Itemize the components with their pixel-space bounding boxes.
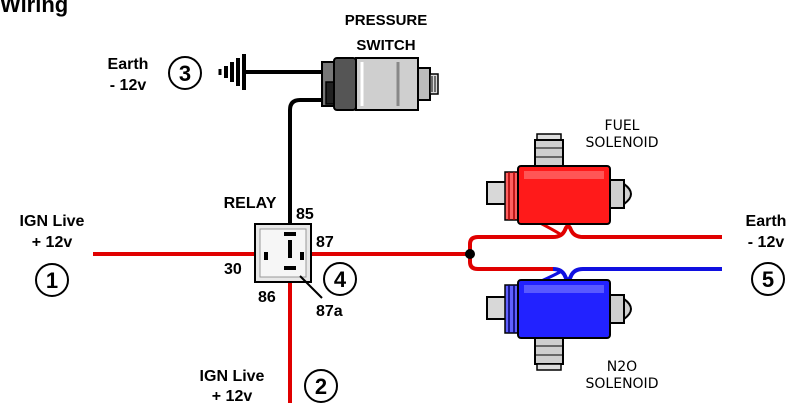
- number-circle-4: [323, 262, 357, 296]
- pressure-switch-label-2: SWITCH: [356, 37, 415, 54]
- ign-bottom-label-1: IGN Live: [200, 368, 265, 385]
- pressure-switch-label-1: PRESSURE: [345, 12, 428, 29]
- number-3: 3: [179, 61, 191, 86]
- fuel-solenoid-label-1: FUEL: [605, 118, 640, 134]
- relay-label: RELAY: [224, 195, 277, 212]
- switch-to-relay-wire: [288, 98, 328, 238]
- relay-pin-30: 30: [224, 261, 242, 278]
- n2o-solenoid-icon: [486, 279, 632, 371]
- earth-top-label-1: Earth: [108, 56, 149, 73]
- number-2: 2: [315, 374, 327, 399]
- earth-top-label-2: - 12v: [110, 77, 147, 94]
- relay-pin-85: 85: [296, 206, 314, 223]
- fuel-solenoid-positive-wire: [468, 224, 722, 254]
- fuel-solenoid-icon: [486, 133, 632, 225]
- ign-left-label-2: + 12v: [32, 234, 73, 251]
- n2o-solenoid-label-2: SOLENOID: [586, 376, 659, 392]
- page-title: Wiring: [0, 0, 68, 17]
- earth-wire-right: [552, 267, 722, 282]
- ign-left-label-1: IGN Live: [20, 213, 85, 230]
- earth-right-label-2: - 12v: [748, 234, 785, 251]
- pressure-switch-icon: [321, 57, 439, 111]
- number-5: 5: [762, 267, 774, 292]
- relay-pin-86: 86: [258, 289, 276, 306]
- fuel-solenoid-label-2: SOLENOID: [586, 135, 659, 151]
- relay-pin-87a: 87a: [316, 303, 343, 320]
- number-circle-2: [304, 369, 338, 403]
- ign-bottom-label-2: + 12v: [212, 388, 253, 403]
- n2o-solenoid-label-1: N2O: [607, 359, 637, 375]
- n2o-solenoid-positive-wire: [468, 254, 553, 271]
- relay-icon: [254, 223, 312, 283]
- number-4: 4: [334, 267, 347, 292]
- earth-symbol-top-icon: [218, 54, 246, 90]
- number-1: 1: [46, 268, 58, 293]
- number-circle-5: [751, 262, 785, 296]
- junction-dot: [465, 249, 475, 259]
- number-circle-1: [35, 263, 69, 297]
- relay-pin-87: 87: [316, 234, 334, 251]
- earth-right-label-1: Earth: [746, 213, 787, 230]
- pin-87a-leader: [299, 275, 323, 299]
- number-circle-3: [168, 56, 202, 90]
